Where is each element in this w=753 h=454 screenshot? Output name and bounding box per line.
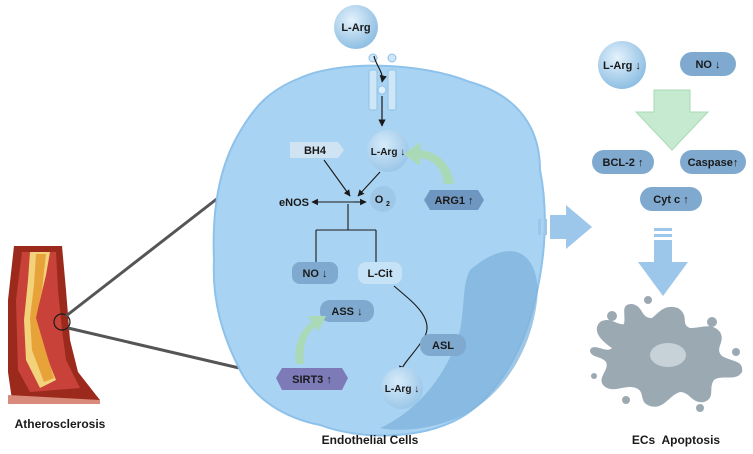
apoptotic-cell-icon [590,296,743,412]
arg1-inhibit-curved-arrow-icon [404,142,454,184]
sirt3-curved-arrow-icon [295,316,326,364]
caspase-pill [680,150,746,174]
larg-arrow [357,171,381,197]
channel-particle [377,85,387,95]
bcl2-pill [592,150,654,174]
no-right-label: NO ↓ [695,59,720,71]
o2-label: O [375,194,384,206]
larg-right-ball [598,41,646,89]
block-arrow-down-icon [638,228,688,296]
bcl2-label: BCL-2 ↑ [603,157,644,169]
zoom-circle [53,313,71,331]
larg-inner-ball [367,130,409,172]
transporter-channel-icon [368,53,397,111]
larg-bottom-ball [381,367,423,409]
o2-subscript: 2 [386,201,390,208]
no-inner-pill [292,262,338,284]
arg1-label: ARG1 ↑ [434,195,473,207]
no-right-pill [680,52,736,76]
cytc-label: Cyt c ↑ [653,194,688,206]
caption-atherosclerosis: Atherosclerosis [15,417,106,431]
bh4-label: BH4 [304,145,327,157]
bh4-arrow [323,159,351,197]
sirt3-label: SIRT3 ↑ [292,374,332,386]
zoom-line-top [65,196,219,318]
larg-top-ball [334,5,378,49]
larg-right-label: L-Arg ↓ [603,60,641,72]
caption-apoptosis: ECs Apoptosis [632,433,721,447]
ass-label: ASS ↓ [331,306,362,318]
asl-label: ASL [432,340,454,352]
arg1-badge [424,190,484,210]
green-down-arrow-icon [634,89,710,151]
cytc-pill [640,187,702,211]
larg-bottom-label: L-Arg ↓ [385,384,419,395]
entry-arrow [373,55,387,83]
larg-top-label: L-Arg [341,22,370,34]
block-arrow-right-icon [538,205,592,249]
no-inner-label: NO ↓ [302,268,327,280]
sirt3-badge [276,368,348,390]
ass-pill [320,300,374,322]
enos-label: eNOS [279,197,309,209]
lcit-label: L-Cit [367,268,392,280]
bh4-badge [290,142,344,158]
caspase-label: Caspase↑ [688,157,739,169]
asl-pill [420,334,466,356]
o2-ball [370,186,396,212]
larg-inner-label: L-Arg ↓ [371,147,405,158]
lcit-pill [358,262,402,284]
caption-endothelial: Endothelial Cells [322,433,419,447]
